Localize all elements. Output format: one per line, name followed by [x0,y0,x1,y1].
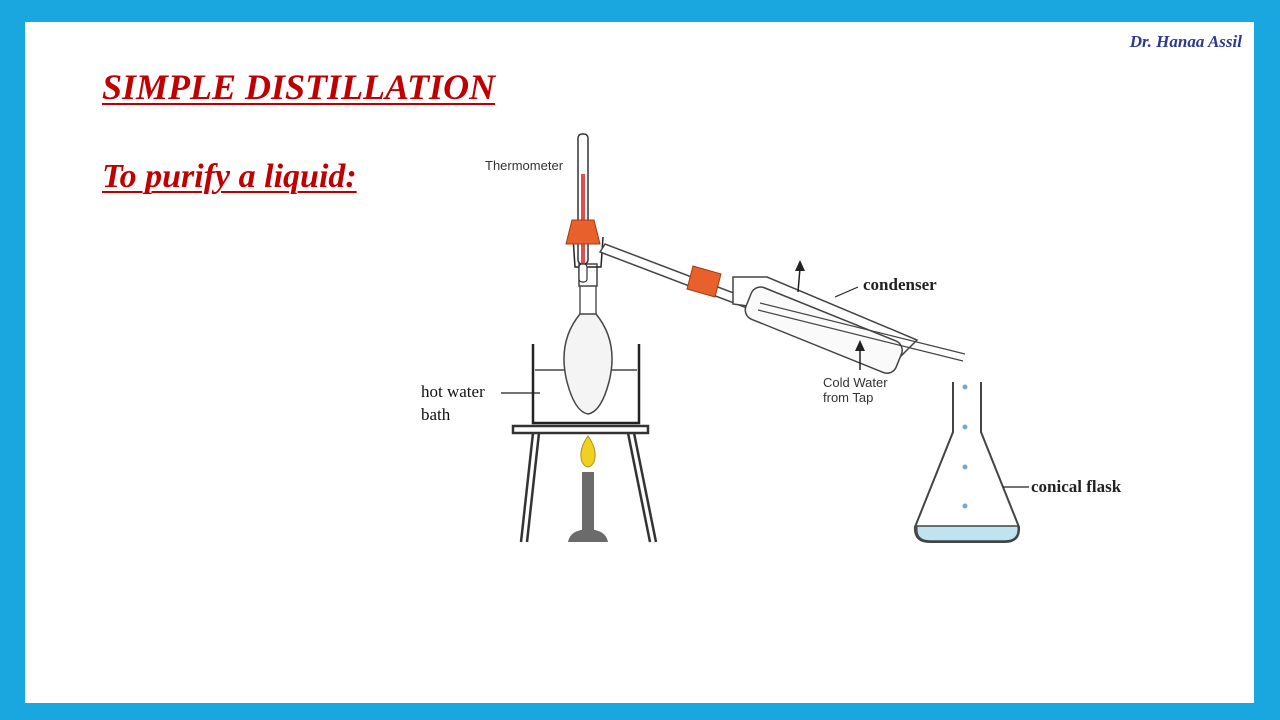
condenser-leader [834,286,859,298]
cold-water-label-line1: Cold Water [823,375,888,390]
author-credit: Dr. Hanaa Assil [1129,32,1242,51]
distillation-flask [563,236,613,415]
conical-flask-label: conical flask [1031,477,1122,496]
thermometer-label: Thermometer [485,158,564,173]
slide-title: SIMPLE DISTILLATION [102,67,496,107]
thermometer [565,133,601,283]
hot-water-label-line2: bath [421,405,451,424]
distillation-diagram: Thermometer condenser Cold Water from Ta… [421,133,1122,543]
hot-water-label-line1: hot water [421,382,485,401]
condenser-label: condenser [863,275,937,294]
bunsen-burner [568,435,608,542]
slide: Dr. Hanaa Assil SIMPLE DISTILLATION To p… [25,22,1254,703]
conical-flask [913,382,1021,543]
tripod-stand [511,424,658,543]
slide-subtitle: To purify a liquid: [102,158,357,195]
condenser [686,260,966,374]
cold-water-label-line2: from Tap [823,390,873,405]
